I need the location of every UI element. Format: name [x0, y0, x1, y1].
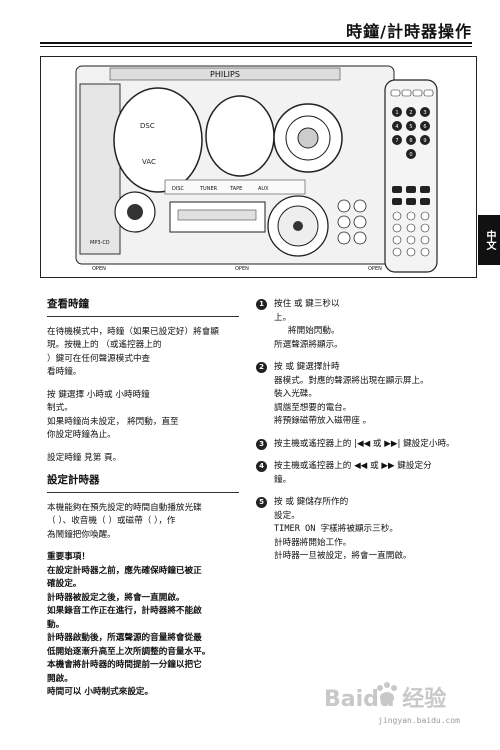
step-text: 按主機或遙控器上的 ◀◀ 或 ▶▶ 鍵設定分	[274, 461, 432, 471]
remote-key-label: 5	[409, 124, 412, 130]
para-4-line-1: 本機能夠在預先設定的時間自動播放光碟	[47, 502, 202, 513]
para-3: 設定時鐘 見第 頁。	[47, 452, 122, 463]
header-rule-thin	[40, 46, 472, 47]
src-tape: TAPE	[229, 186, 242, 192]
open-label-3: OPEN	[368, 266, 382, 272]
step-text: 上。	[274, 312, 292, 323]
para-2-line-4: 你設定時鐘為止。	[47, 430, 116, 440]
device-illustration: PHILIPS DSC VAC DISC TUNER TAPE AUX MP3-…	[40, 56, 477, 278]
language-tab: 中文	[478, 215, 500, 265]
remote-key-8	[406, 135, 416, 145]
src-disc: DISC	[172, 186, 184, 192]
para-1-line-1: 在待機模式中，時鐘（如果已設定好）將會顯	[47, 326, 219, 337]
step-3: 3 按主機或遙控器上的 |◀◀ 或 ▶▶| 鍵設定小時。	[256, 438, 474, 452]
para-4-line-2: （ ）、收音機（ ）或磁帶（ ），作	[47, 516, 176, 526]
remote-key-label: 7	[395, 138, 398, 144]
step-text: 設定。	[274, 510, 300, 521]
step-sub: 將預錄磁帶放入磁帶座 。	[274, 416, 372, 426]
important-line: 時間可以 小時制式來設定。	[47, 687, 154, 697]
step-text: 按住 或 鍵三秒以	[274, 299, 340, 309]
step-text: 按 或 鍵儲存所作的	[274, 497, 349, 507]
remote-key-label: 9	[423, 138, 426, 144]
step-text: 器模式。對應的聲源將出現在顯示屏上。	[274, 375, 429, 386]
step-5: 5 按 或 鍵儲存所作的 設定。 TIMER ON 字樣將被顯示三秒。 計時器將…	[256, 496, 474, 564]
remote-key-0	[406, 149, 416, 159]
remote-key-label: 2	[409, 110, 412, 116]
step-2: 2 按 或 鍵選擇計時 器模式。對應的聲源將出現在顯示屏上。 裝入光碟。 調諧至…	[256, 361, 474, 429]
src-tuner: TUNER	[199, 186, 218, 192]
important-title: 重要事項！	[47, 552, 90, 562]
open-label-2: OPEN	[235, 266, 249, 272]
important-line: 計時器被設定之後，將會一直開啟。	[47, 592, 185, 603]
para-1-line-3: ）鍵可在任何聲源模式中查	[47, 353, 151, 364]
page-title: 時鐘/計時器操作	[346, 22, 472, 41]
mp3cd-label: MP3-CD	[90, 240, 110, 246]
remote-key-3	[420, 107, 430, 117]
step-text: 按 或 鍵選擇計時	[274, 362, 340, 372]
watermark-url: jingyan.baidu.com	[378, 716, 460, 725]
step-4: 4 按主機或遙控器上的 ◀◀ 或 ▶▶ 鍵設定分 鐘。	[256, 460, 474, 487]
step-number: 3	[256, 438, 267, 450]
remote-key-label: 3	[423, 110, 426, 116]
step-number: 4	[256, 461, 267, 472]
remote-key-label: 0	[409, 152, 412, 158]
para-2-line-3: 如果時鐘尚未設定， 將閃動，直至	[47, 416, 179, 427]
step-sub: 將開始閃動。	[288, 326, 340, 336]
vac-label: VAC	[142, 158, 156, 166]
step-sub: 調諧至想要的電台。	[274, 402, 352, 413]
important-line: 低開始逐漸升高至上次所調整的音量水平。	[47, 646, 211, 657]
right-column: 1 按住 或 鍵三秒以 上。 將開始閃動。 所選聲源將顯示。 2 按 或 鍵選擇…	[256, 298, 474, 564]
section-title-set-timer: 設定計時器	[47, 474, 239, 493]
important-line: 確設定。	[47, 579, 82, 589]
remote-key-1	[392, 107, 402, 117]
important-line: 動。	[47, 619, 65, 630]
header-rule	[40, 42, 472, 44]
page-header: 時鐘/計時器操作	[0, 0, 500, 47]
step-sub: 裝入光碟。	[274, 389, 317, 399]
step-text: 按主機或遙控器上的 |◀◀ 或 ▶▶| 鍵設定小時。	[274, 438, 455, 449]
remote-key-label: 6	[423, 124, 426, 130]
important-line: 在設定計時器之前，應先確保時鐘已被正	[47, 565, 202, 576]
remote-key-9	[420, 135, 430, 145]
brand-label: PHILIPS	[210, 70, 240, 79]
src-aux: AUX	[258, 186, 269, 192]
remote-key-label: 8	[409, 138, 412, 144]
important-line: 本機會將計時器的時間提前一分鐘以把它	[47, 660, 202, 670]
step-number: 5	[256, 497, 267, 508]
remote-key-label: 1	[395, 110, 398, 116]
step-number: 1	[256, 299, 267, 310]
step-sub: 計時器一旦被設定，將會一直開啟。	[274, 551, 412, 561]
step-sub: 所選聲源將顯示。	[274, 339, 343, 350]
important-line: 計時器啟動後，所選聲源的音量將會從最	[47, 633, 202, 643]
para-2-line-1: 按 鍵選擇 小時或 小時時鐘	[47, 389, 150, 400]
step-sub: TIMER ON 字樣將被顯示三秒。	[274, 524, 398, 534]
remote-key-2	[406, 107, 416, 117]
remote-key-7	[392, 135, 402, 145]
section-title-view-clock: 查看時鐘	[47, 298, 239, 317]
remote-key-label: 4	[395, 124, 398, 130]
open-label-1: OPEN	[92, 266, 106, 272]
step-text: 鐘。	[274, 474, 292, 485]
remote-key-6	[420, 121, 430, 131]
dsc-label: DSC	[140, 122, 155, 130]
important-line: 如果錄音工作正在進行，計時器將不能啟	[47, 606, 202, 616]
remote-key-4	[392, 121, 402, 131]
para-2-line-2: 制式。	[47, 403, 73, 413]
step-sub: 計時器將開始工作。	[274, 537, 352, 548]
step-1: 1 按住 或 鍵三秒以 上。 將開始閃動。 所選聲源將顯示。	[256, 298, 474, 352]
baidu-watermark-logo: Baidu 经验	[324, 682, 446, 712]
important-line: 開啟。	[47, 673, 73, 684]
para-1-line-2: 現。按機上的 （或遙控器上的	[47, 340, 162, 350]
left-column: 查看時鐘 在待機模式中，時鐘（如果已設定好）將會顯 現。按機上的 （或遙控器上的…	[47, 298, 239, 700]
step-number: 2	[256, 362, 267, 373]
para-4-line-3: 為鬧鐘把你喚醒。	[47, 529, 116, 540]
para-1-line-4: 看時鐘。	[47, 367, 82, 377]
remote-key-5	[406, 121, 416, 131]
